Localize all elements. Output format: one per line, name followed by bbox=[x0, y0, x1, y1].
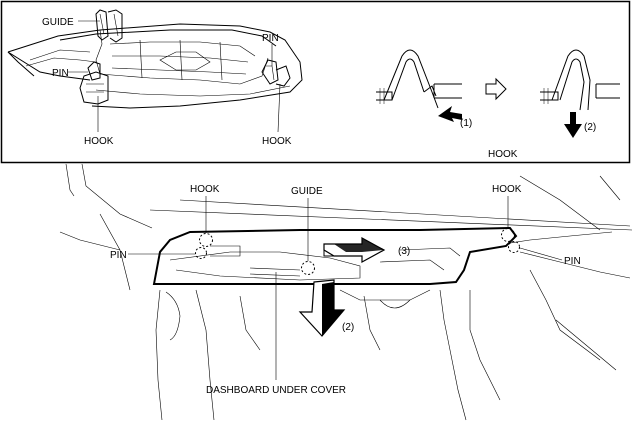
arrow-step-2-top bbox=[564, 112, 582, 138]
marker-pin-right bbox=[508, 241, 520, 253]
hook-detail-released bbox=[540, 49, 620, 138]
arrow-step-3 bbox=[323, 236, 386, 264]
label-pin-left-top: PIN bbox=[52, 68, 69, 79]
arrow-step-2-bottom bbox=[298, 279, 346, 337]
left-pin-hook-illustration bbox=[79, 61, 109, 105]
label-hook-caption: HOOK bbox=[488, 149, 518, 160]
label-step2-top: (2) bbox=[584, 122, 596, 133]
leader-pin-right-bottom bbox=[519, 247, 563, 261]
label-part-name: DASHBOARD UNDER COVER bbox=[206, 385, 346, 396]
label-guide-top: GUIDE bbox=[42, 17, 74, 28]
label-hook-left-top: HOOK bbox=[84, 136, 114, 147]
top-detail-panel: GUIDE PIN PIN HOOK HOOK (1) bbox=[0, 0, 631, 164]
marker-hook-left bbox=[199, 233, 213, 247]
installed-view-panel: (3) (2) HOOK GUIDE HOOK PIN PIN DASHBOAR… bbox=[59, 163, 632, 421]
guide-tab-illustration bbox=[95, 9, 123, 43]
label-pin-left-bottom: PIN bbox=[110, 250, 127, 261]
label-hook-left-bottom: HOOK bbox=[190, 184, 220, 195]
label-hook-right-top: HOOK bbox=[262, 136, 292, 147]
arrow-step-1 bbox=[438, 106, 462, 122]
marker-guide bbox=[301, 261, 315, 275]
label-step2-bottom: (2) bbox=[342, 322, 354, 333]
transition-arrow-icon bbox=[485, 77, 507, 101]
background-structure bbox=[59, 163, 632, 421]
marker-pin-left bbox=[195, 247, 207, 259]
leader-hook-right-top bbox=[277, 83, 281, 133]
label-hook-right-bottom: HOOK bbox=[492, 184, 522, 195]
hook-detail-engaged bbox=[376, 49, 462, 122]
top-panel-frame bbox=[0, 0, 631, 164]
label-pin-right-bottom: PIN bbox=[564, 256, 581, 267]
marker-hook-right bbox=[501, 228, 515, 242]
label-guide-bottom: GUIDE bbox=[291, 186, 323, 197]
label-step1: (1) bbox=[460, 118, 472, 129]
cover-perspective-illustration bbox=[7, 23, 303, 109]
label-pin-right-top: PIN bbox=[262, 33, 279, 44]
label-step3: (3) bbox=[398, 246, 410, 257]
